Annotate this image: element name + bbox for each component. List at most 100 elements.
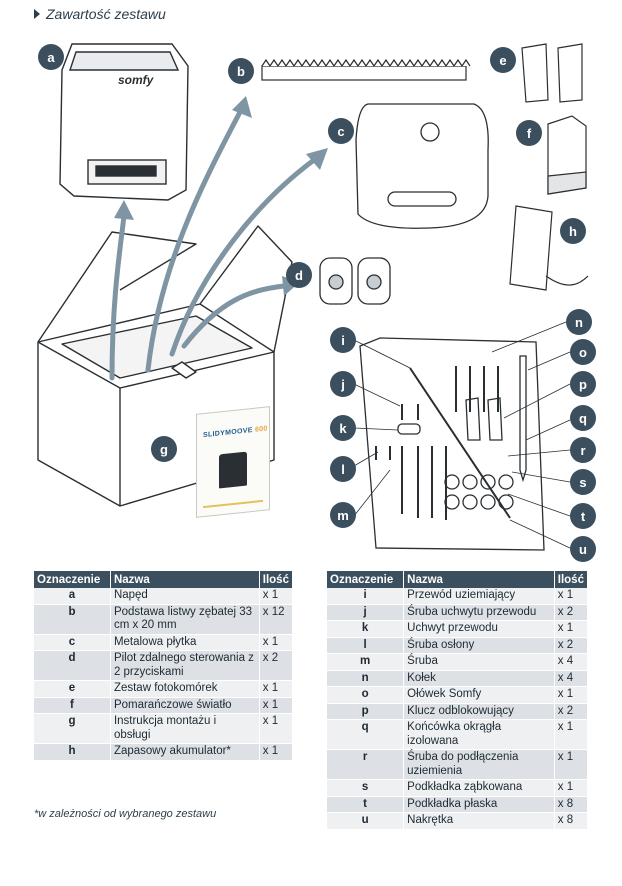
orange-light bbox=[547, 115, 587, 195]
item-code: q bbox=[327, 719, 405, 750]
label-q: q bbox=[570, 405, 596, 431]
section-title: Zawartość zestawu bbox=[34, 6, 166, 22]
label-a: a bbox=[38, 44, 64, 70]
item-code: k bbox=[327, 620, 405, 638]
item-qty: x 1 bbox=[259, 697, 294, 714]
label-c: c bbox=[328, 118, 354, 144]
gear-rack bbox=[261, 58, 471, 81]
item-name: Śruba uchwytu przewodu bbox=[403, 604, 555, 621]
item-qty: x 1 bbox=[554, 719, 589, 750]
metal-plate bbox=[355, 103, 489, 229]
item-name: Klucz odblokowujący bbox=[403, 703, 555, 720]
item-code: p bbox=[327, 703, 405, 720]
item-code: i bbox=[327, 588, 405, 605]
item-name: Kołek bbox=[403, 670, 555, 687]
item-name: Pilot zdalnego sterowania z 2 przyciskam… bbox=[110, 650, 260, 681]
item-qty: x 8 bbox=[554, 812, 589, 830]
item-code: c bbox=[34, 634, 111, 651]
label-g: g bbox=[151, 436, 177, 462]
item-code: t bbox=[327, 796, 405, 813]
label-h: h bbox=[560, 218, 586, 244]
booklet-model: 600 bbox=[254, 425, 268, 434]
item-code: b bbox=[34, 604, 111, 635]
item-name: Napęd bbox=[110, 588, 260, 605]
label-f: f bbox=[516, 120, 542, 146]
header-qty: Ilość bbox=[259, 571, 294, 588]
item-qty: x 1 bbox=[554, 749, 589, 780]
item-code: e bbox=[34, 680, 111, 698]
label-m: m bbox=[330, 502, 356, 528]
footnote: *w zależności od wybranego zestawu bbox=[34, 808, 217, 820]
label-o: o bbox=[570, 339, 596, 365]
item-name: Zapasowy akumulator* bbox=[110, 743, 260, 761]
booklet-motor-image bbox=[219, 451, 247, 489]
item-code: n bbox=[327, 670, 405, 687]
item-name: Nakrętka bbox=[403, 812, 555, 830]
item-code: o bbox=[327, 686, 405, 704]
item-qty: x 1 bbox=[259, 634, 294, 651]
item-name: Pomarańczowe światło bbox=[110, 697, 260, 714]
item-name: Podstawa listwy zębatej 33 cm x 20 mm bbox=[110, 604, 260, 635]
item-code: a bbox=[34, 588, 111, 605]
header-name: Nazwa bbox=[110, 571, 260, 588]
item-name: Ołówek Somfy bbox=[403, 686, 555, 704]
item-code: m bbox=[327, 653, 405, 671]
label-k: k bbox=[330, 415, 356, 441]
label-i: i bbox=[330, 327, 356, 353]
item-name: Śruba osłony bbox=[403, 637, 555, 654]
item-qty: x 1 bbox=[554, 620, 589, 638]
header-code: Oznaczenie bbox=[327, 571, 405, 588]
item-qty: x 2 bbox=[554, 703, 589, 720]
label-n: n bbox=[566, 309, 592, 335]
kit-contents-illustration: somfy bbox=[37, 43, 589, 551]
table-header-row: Oznaczenie Nazwa Ilość bbox=[327, 571, 589, 588]
item-code: f bbox=[34, 697, 111, 714]
item-qty: x 8 bbox=[554, 796, 589, 813]
item-name: Śruba bbox=[403, 653, 555, 671]
item-qty: x 1 bbox=[259, 588, 294, 605]
item-name: Instrukcja montażu i obsługi bbox=[110, 713, 260, 744]
item-code: l bbox=[327, 637, 405, 654]
item-code: r bbox=[327, 749, 405, 780]
label-l: l bbox=[330, 456, 356, 482]
motor-drive bbox=[59, 43, 189, 201]
label-r: r bbox=[570, 437, 596, 463]
item-name: Końcówka okrągła izolowana bbox=[403, 719, 555, 750]
header-name: Nazwa bbox=[403, 571, 555, 588]
item-code: g bbox=[34, 713, 111, 744]
item-code: s bbox=[327, 779, 405, 797]
accessories-bag bbox=[359, 337, 545, 551]
item-qty: x 1 bbox=[554, 686, 589, 704]
leader-lines bbox=[353, 321, 571, 549]
item-name: Uchwyt przewodu bbox=[403, 620, 555, 638]
item-qty: x 4 bbox=[554, 653, 589, 671]
arrows bbox=[109, 109, 317, 381]
item-qty: x 1 bbox=[554, 588, 589, 605]
item-qty: x 2 bbox=[554, 604, 589, 621]
label-s: s bbox=[570, 469, 596, 495]
item-qty: x 2 bbox=[554, 637, 589, 654]
manual-booklet: SLIDYMOOVE 600 bbox=[196, 406, 270, 518]
item-name: Śruba do podłączenia uziemienia bbox=[403, 749, 555, 780]
battery bbox=[509, 205, 589, 291]
item-code: j bbox=[327, 604, 405, 621]
table-header-row: Oznaczenie Nazwa Ilość bbox=[34, 571, 294, 588]
label-p: p bbox=[570, 371, 596, 397]
item-qty: x 12 bbox=[259, 604, 294, 635]
label-b: b bbox=[228, 58, 254, 84]
item-code: h bbox=[34, 743, 111, 761]
label-d: d bbox=[286, 262, 312, 288]
remote-controls bbox=[319, 257, 391, 305]
item-code: d bbox=[34, 650, 111, 681]
item-qty: x 1 bbox=[259, 713, 294, 744]
